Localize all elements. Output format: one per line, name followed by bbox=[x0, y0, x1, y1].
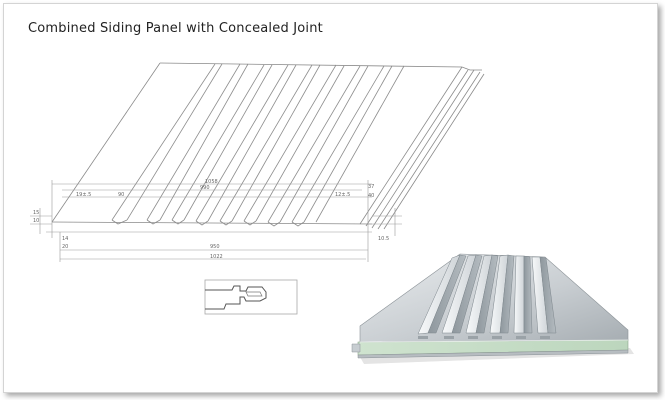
dim-left-edge-b: 10 bbox=[33, 218, 39, 224]
rib-6 bbox=[243, 64, 345, 226]
dim-right-small: 37 bbox=[368, 184, 374, 190]
joint-profile bbox=[205, 285, 267, 310]
dim-bottom-small-b: 20 bbox=[62, 244, 68, 250]
rib-7 bbox=[267, 65, 369, 227]
rendered-panel-3d bbox=[351, 253, 634, 364]
dimension-lines bbox=[30, 180, 402, 262]
rib-8 bbox=[291, 65, 393, 227]
rib-1 bbox=[111, 63, 223, 225]
panel-ribs bbox=[111, 63, 405, 227]
rib-5 bbox=[219, 64, 321, 226]
dim-overall-width: 1022 bbox=[210, 254, 223, 260]
dimension-labels: 1058 990 19±.5 90 12±.5 37 40 15 10 10.5… bbox=[33, 179, 389, 260]
dim-right-depth: 40 bbox=[368, 193, 374, 199]
joint-detail-inset bbox=[204, 279, 298, 315]
rib-2 bbox=[146, 63, 249, 225]
dim-bottom-width: 950 bbox=[210, 244, 220, 250]
dim-bottom-small-a: 14 bbox=[62, 236, 68, 242]
dim-inner-width: 990 bbox=[200, 185, 210, 191]
dim-right-offset: 12±.5 bbox=[335, 192, 350, 198]
rendered-ribs bbox=[417, 254, 557, 335]
dim-left-edge-a: 15 bbox=[33, 210, 39, 216]
dim-top-width: 1058 bbox=[205, 179, 218, 185]
joint-detail-frame bbox=[204, 279, 298, 315]
panel-line-drawing bbox=[51, 62, 485, 230]
dim-left-offset: 19±.5 bbox=[76, 192, 91, 198]
dim-rib-spacing: 90 bbox=[118, 192, 124, 198]
panel-tongue bbox=[351, 343, 361, 353]
dim-right-edge-a: 10.5 bbox=[378, 236, 389, 242]
page-title: Combined Siding Panel with Concealed Joi… bbox=[28, 21, 323, 36]
rib-3 bbox=[171, 64, 273, 225]
front-edge-notches bbox=[418, 336, 550, 339]
rib-4 bbox=[195, 64, 297, 226]
rib-9 bbox=[315, 65, 405, 223]
